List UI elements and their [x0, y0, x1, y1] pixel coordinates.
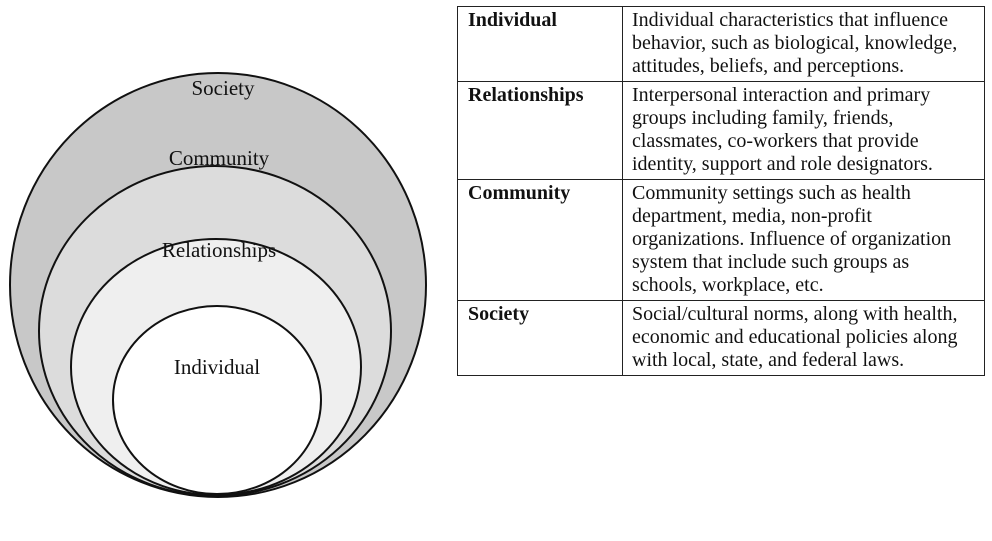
community-label: Community [169, 146, 270, 170]
term-cell: Society [457, 300, 623, 376]
society-label: Society [192, 76, 255, 100]
description-cell: Individual characteristics that influenc… [622, 6, 985, 82]
table-row: Society Social/cultural norms, along wit… [457, 300, 985, 376]
definitions-table-container: Individual Individual characteristics th… [457, 6, 985, 376]
table-row: Relationships Interpersonal interaction … [457, 81, 985, 180]
table-row: Community Community settings such as hea… [457, 179, 985, 301]
relationships-label: Relationships [162, 238, 276, 262]
individual-label: Individual [174, 355, 260, 379]
description-cell: Interpersonal interaction and primary gr… [622, 81, 985, 180]
term-cell: Community [457, 179, 623, 301]
description-cell: Social/cultural norms, along with health… [622, 300, 985, 376]
term-cell: Individual [457, 6, 623, 82]
individual-circle [112, 305, 322, 495]
definitions-table: Individual Individual characteristics th… [457, 6, 985, 376]
term-cell: Relationships [457, 81, 623, 180]
description-cell: Community settings such as health depart… [622, 179, 985, 301]
table-row: Individual Individual characteristics th… [457, 6, 985, 82]
nested-circles-diagram: Society Community Relationships Individu… [9, 72, 427, 498]
